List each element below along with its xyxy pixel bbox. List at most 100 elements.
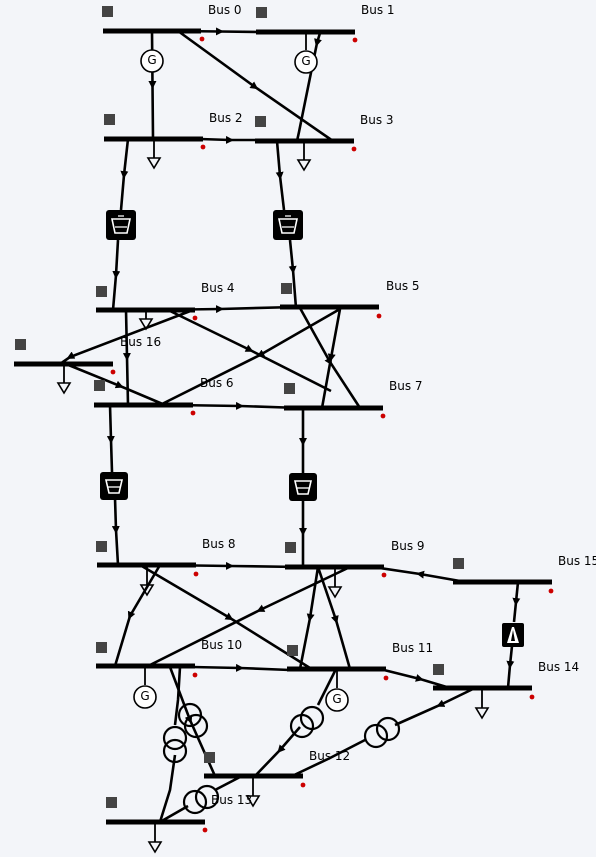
generators-layer: G G G G [133,31,349,712]
transformers-layer [162,702,401,815]
converter-icon[interactable] [502,623,524,647]
generator-symbol: G [140,689,149,703]
line-bus5-bus6[interactable] [159,307,341,407]
load-arrow-icon[interactable] [245,776,261,808]
bus-dot-icon [110,369,116,375]
transformer-icon[interactable] [363,716,401,749]
line-dc3-bus8[interactable] [111,497,120,566]
line-bus1-bus3[interactable] [295,121,303,142]
line-dc2-bus5[interactable] [288,239,298,309]
line-bus9-bus11[interactable] [298,566,320,670]
loads-layer [56,139,490,854]
bus-square-icon[interactable] [287,645,298,656]
bus-label: Bus 12 [309,749,350,763]
line-bus15-bus9[interactable] [379,566,461,583]
load-arrow-icon[interactable] [474,688,490,720]
bus-square-icon[interactable] [433,664,444,675]
bus-square-icon[interactable] [204,752,215,763]
line-bus3-dc2[interactable] [275,140,286,211]
bus-label: Bus 14 [538,660,579,674]
line-dc1-bus4[interactable] [111,239,121,311]
bus-label: Bus 11 [392,641,433,655]
generator-icon[interactable]: G [325,669,349,712]
bus-dot-icon [351,146,357,152]
bus-dot-icon [380,413,386,419]
load-arrow-icon[interactable] [56,364,72,395]
line-bus10-bus13[interactable] [173,666,182,726]
converter-icon[interactable] [100,472,128,500]
line-bus4-bus7[interactable] [167,308,332,393]
line-dc5-bus14[interactable] [506,645,515,689]
line-bus15-dc5[interactable] [512,581,521,623]
bus-square-icon[interactable] [255,116,266,127]
line-bus10-bus11[interactable] [191,663,291,672]
transformer-icon[interactable] [182,784,220,815]
load-arrow-icon[interactable] [139,565,155,597]
bus-square-icon[interactable] [284,383,295,394]
bus-square-icon[interactable] [15,339,26,350]
bus-square-icon[interactable] [256,7,267,18]
transformer-icon[interactable] [177,702,209,739]
line-bus11-bus14[interactable] [383,668,451,690]
line-bus12-bus13-b[interactable] [159,804,189,824]
line-bus5-bus7-b[interactable] [298,307,362,409]
converter-icon[interactable] [289,473,317,501]
bus-square-icon[interactable] [453,558,464,569]
generator-icon[interactable]: G [294,32,318,74]
bus-square-icon[interactable] [106,797,117,808]
bus-label: Bus 4 [201,281,235,295]
line-bus9-bus10[interactable] [147,565,351,668]
line-bus6-dc3[interactable] [106,404,115,473]
line-bus2-dc1[interactable] [119,138,130,211]
line-bus11-bus12[interactable] [316,668,338,706]
generator-symbol: G [147,53,156,67]
line-bus4-bus6[interactable] [122,309,131,406]
line-bus6-bus7[interactable] [174,401,301,410]
line-bus14-bus12-b[interactable] [289,738,366,779]
transformer-icon[interactable] [162,725,188,764]
bus-label: Bus 5 [386,279,420,293]
line-bus0-bus3[interactable] [177,29,334,143]
line-bus8-bus10[interactable] [113,564,162,667]
bus-square-icon[interactable] [96,541,107,552]
bus-dot-icon [192,315,198,321]
generator-icon[interactable]: G [140,31,164,73]
bus-square-icon[interactable] [94,380,105,391]
busbars-layer [14,28,552,825]
load-arrow-icon[interactable] [146,139,162,170]
load-arrow-icon[interactable] [147,822,163,854]
converter-icon[interactable] [106,210,136,240]
bus-label: Bus 8 [202,537,236,551]
bus-dot-icon [300,782,306,788]
bus-label: Bus 6 [200,376,234,390]
line-bus2-bus3[interactable] [199,135,260,144]
bus-label: Bus 15 [558,554,596,568]
bus-square-icon[interactable] [281,283,292,294]
line-bus10-bus13-b[interactable] [158,754,177,823]
line-bus9-bus11-b[interactable] [316,566,352,670]
bus-square-icon[interactable] [102,6,113,17]
bus-dot-icon [199,36,205,42]
line-bus12-bus13[interactable] [214,775,241,792]
bus-square-icon[interactable] [96,286,107,297]
line-bus14-bus12[interactable] [394,686,476,727]
bus-square-icon[interactable] [96,642,107,653]
bus-square-icon[interactable] [104,114,115,125]
load-arrow-icon[interactable] [327,567,343,599]
load-arrow-icon[interactable] [138,310,154,331]
line-bus16-bus6[interactable] [65,362,166,407]
transformer-icon[interactable] [289,705,325,739]
converter-icon[interactable] [273,210,303,240]
line-bus5-bus7[interactable] [320,308,342,409]
generator-icon[interactable]: G [133,666,157,709]
line-bus8-bus11[interactable] [139,563,311,670]
bus-label: Bus 0 [208,3,242,17]
bus-square-icon[interactable] [285,542,296,553]
bus-markers-layer [15,6,554,833]
load-arrow-icon[interactable] [296,141,312,172]
bus-dot-icon [200,144,206,150]
bus-dot-icon [202,827,208,833]
line-bus1-bus2[interactable] [299,32,322,123]
line-bus11-bus12-b[interactable] [254,726,301,777]
